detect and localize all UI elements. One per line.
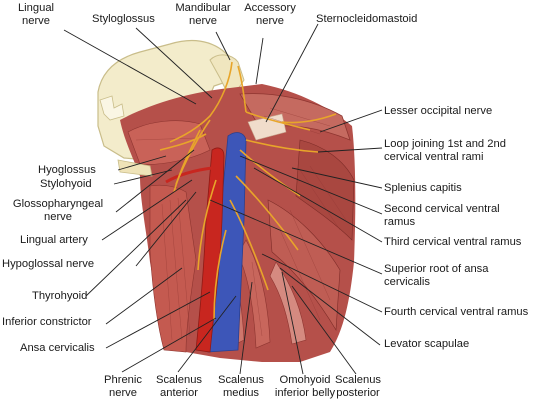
label-lesser-occipital-nerve: Lesser occipital nerve [384, 105, 493, 117]
splenius-muscle [295, 139, 355, 241]
lingual-artery-vessel [165, 166, 213, 184]
leader-lines [63, 23, 383, 375]
label-splenius-capitis: Splenius capitis [384, 182, 462, 194]
label-hypoglossal-nerve: Hypoglossal nerve [2, 258, 95, 270]
label-lingual-artery: Lingual artery [20, 234, 88, 246]
label-fourth-cervical-ramus: Fourth cervical ventral ramus [384, 306, 529, 318]
label-sternocleidomastoid: Sternocleidomastoid [316, 13, 418, 25]
label-levator-scapulae: Levator scapulae [384, 338, 470, 350]
label-styloglossus: Styloglossus [92, 13, 155, 25]
label-third-cervical-ramus: Third cervical ventral ramus [384, 236, 522, 248]
label-inferior-constrictor: Inferior constrictor [2, 316, 92, 328]
label-hyoglossus: Hyoglossus [38, 164, 96, 176]
nerve-network [159, 61, 337, 321]
label-ansa-cervicalis: Ansa cervicalis [20, 342, 95, 354]
scalenus-medius-muscle [237, 239, 271, 349]
label-thyrohyoid: Thyrohyoid [32, 290, 88, 302]
teeth [99, 95, 125, 121]
label-stylohyoid: Stylohyoid [40, 178, 92, 190]
